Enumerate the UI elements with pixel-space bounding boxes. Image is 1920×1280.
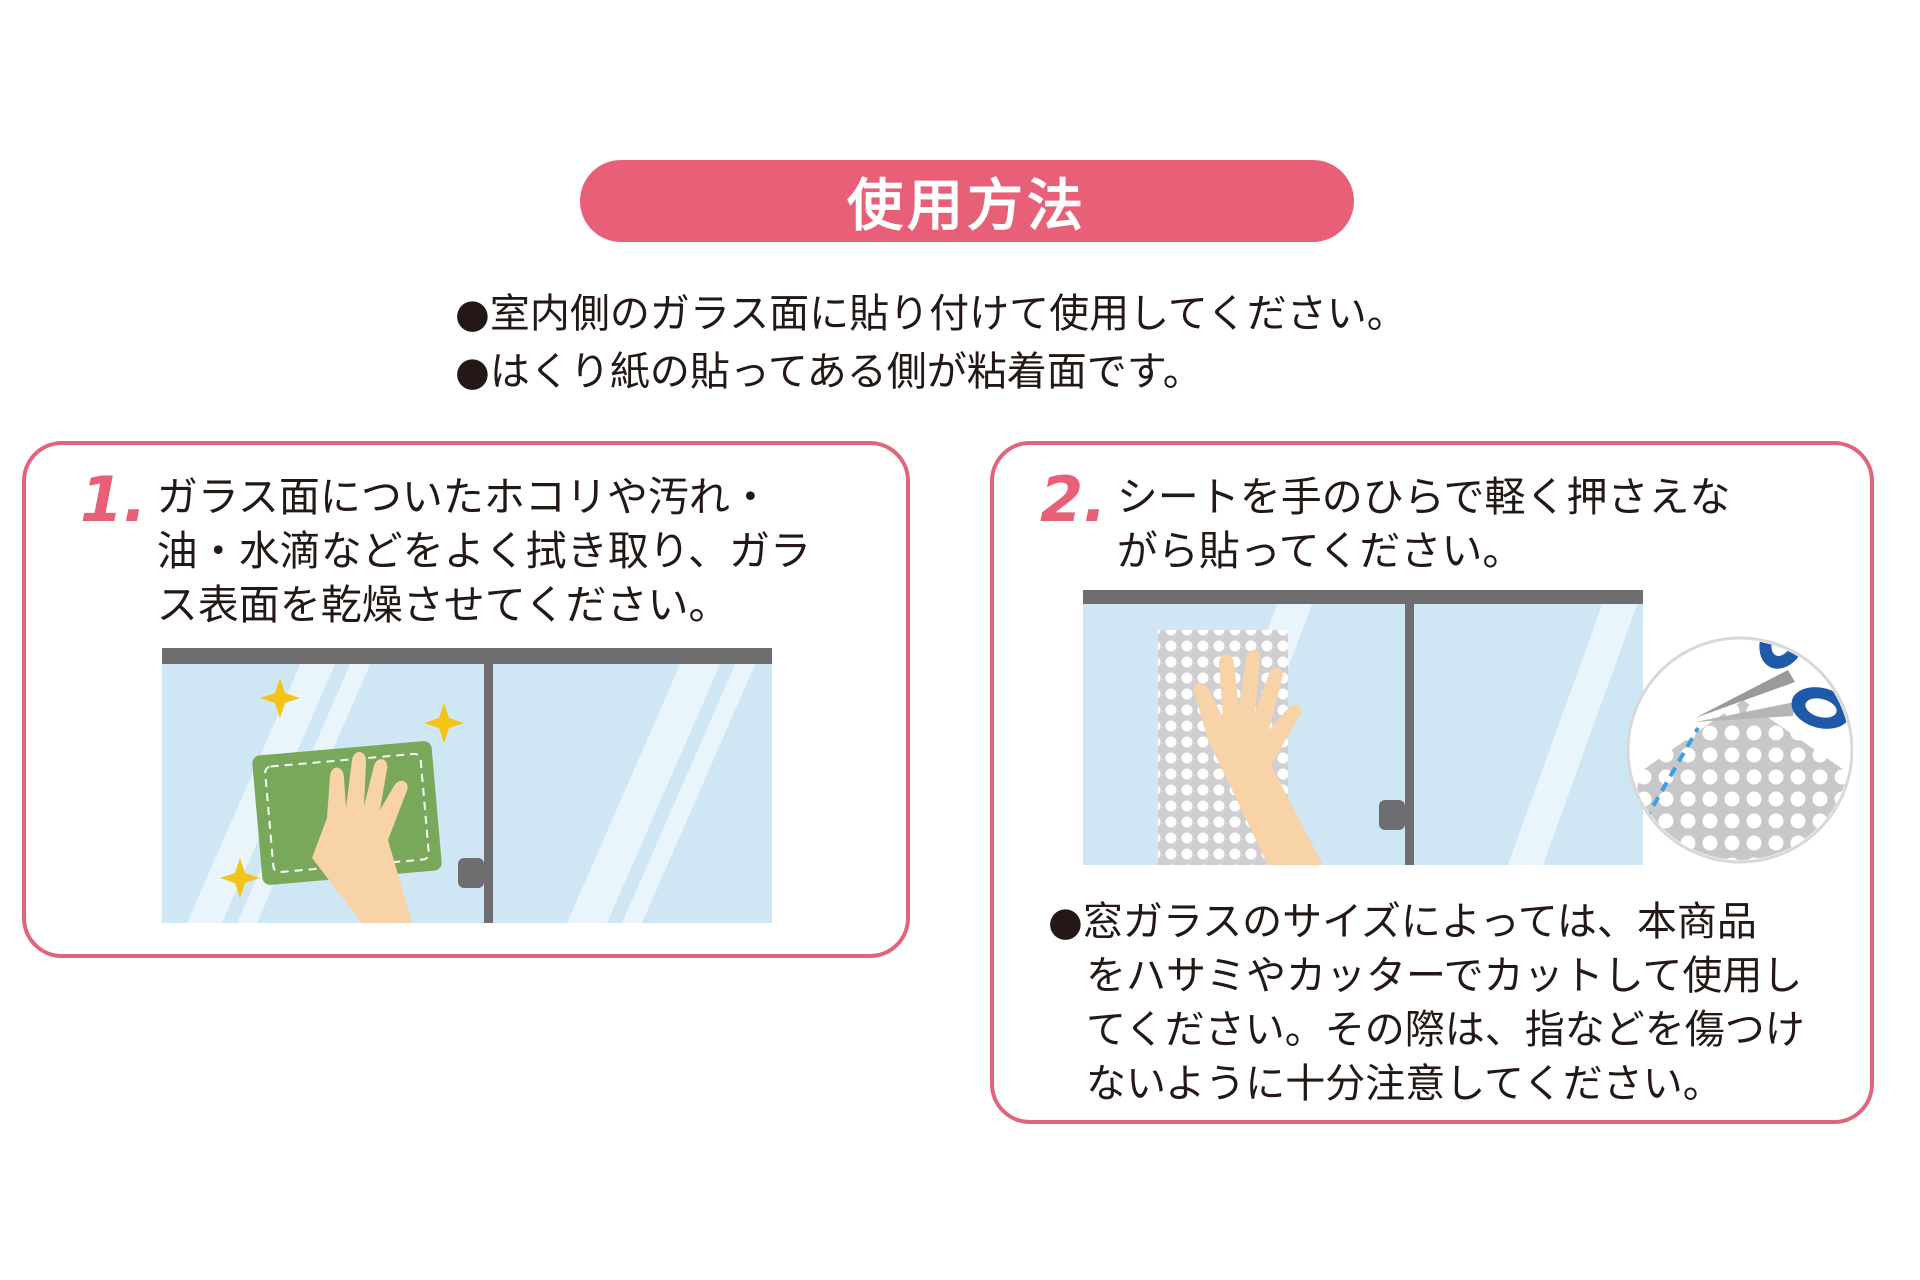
step-1-line: ス表面を乾燥させてください。 [156,581,730,629]
note-line: ●はくり紙の貼ってある側が粘着面です。 [455,349,1203,395]
window-cleaning-illustration [162,648,772,923]
caution-line: ●窓ガラスのサイズによっては、本商品 [1048,899,1757,945]
hand-icon [312,751,412,923]
note-line: ●室内側のガラス面に貼り付けて使用してください。 [455,291,1407,337]
step-1-heading: 1. ガラス面についたホコリや汚れ・ 油・水滴などをよく拭き取り、ガラ ス表面を… [80,463,812,632]
title-banner: 使用方法 [580,160,1354,242]
sheet-application-illustration [1083,590,1853,865]
caution-line: ないように十分注意してください。 [1086,1061,1723,1107]
step-2-number: 2. [1040,463,1107,536]
step-2-heading: 2. シートを手のひらで軽く押さえな がら貼ってください。 [1040,463,1731,578]
step-2-caution: ●窓ガラスのサイズによっては、本商品 をハサミやカッターでカットして使用し てく… [1048,895,1848,1111]
scissors-detail-inset [1626,636,1853,864]
step-2-line: シートを手のひらで軽く押さえな [1116,473,1731,521]
step-1-line: ガラス面についたホコリや汚れ・ [156,473,771,521]
page-title: 使用方法 [847,173,1087,239]
step-1-line: 油・水滴などをよく拭き取り、ガラ [156,527,812,575]
step-1-number: 1. [80,463,147,536]
step-2-line: がら貼ってください。 [1116,527,1524,575]
sparkle-icon [220,678,464,898]
caution-line: てください。その際は、指などを傷つけ [1086,1007,1805,1053]
hand-icon [1194,649,1323,865]
general-notes: ●室内側のガラス面に貼り付けて使用してください。 ●はくり紙の貼ってある側が粘着… [455,285,1407,401]
caution-line: をハサミやカッターでカットして使用し [1086,953,1803,999]
